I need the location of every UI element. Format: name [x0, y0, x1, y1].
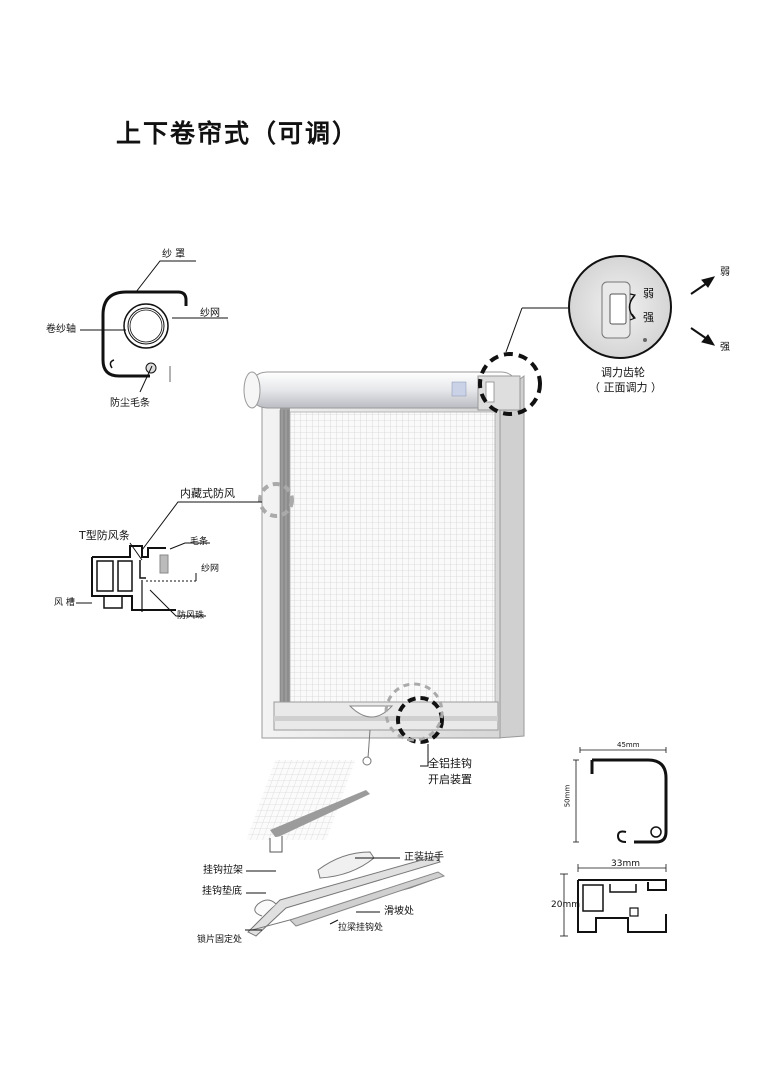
hook-name-2: 开启装置	[428, 773, 472, 786]
pad-label: 挂钩垫底	[202, 886, 242, 897]
strong-mark: 强	[643, 311, 654, 324]
gear-label: 调力齿轮	[601, 366, 645, 379]
gear-note: （ 正面调力 ）	[589, 381, 662, 394]
cover-label: 纱 罩	[162, 249, 186, 260]
profile-top	[573, 747, 668, 844]
handle-label: 正装拉手	[404, 852, 444, 863]
adjust-arrows	[690, 276, 716, 346]
bracket-label: 挂钩拉架	[203, 865, 243, 876]
weak-label: 弱	[720, 267, 730, 278]
bottom-height-dim: 20mm	[551, 900, 580, 910]
adjust-magnifier	[505, 255, 672, 359]
roller-screen	[243, 352, 542, 766]
profile-bottom	[560, 864, 667, 937]
axis-label: 卷纱轴	[46, 324, 76, 335]
groove-label: 风 槽	[54, 598, 75, 608]
dust-strip-label: 防尘毛条	[110, 398, 150, 409]
top-width-dim: 45mm	[617, 741, 640, 749]
beam-label: 拉梁挂钩处	[338, 923, 384, 933]
cassette-leaders	[80, 260, 228, 393]
mesh-label: 纱网	[200, 308, 220, 319]
cassette-section	[101, 290, 188, 382]
weak-mark: 弱	[643, 287, 654, 300]
bead-label: 防风珠	[177, 611, 205, 621]
strong-label: 强	[720, 342, 730, 353]
page-title: 上下卷帘式（可调）	[116, 119, 360, 148]
slope-label: 滑坡处	[384, 906, 414, 917]
top-height-dim: 50mm	[563, 784, 572, 808]
windproof-leaders	[76, 501, 262, 617]
lock-label: 锁片固定处	[197, 935, 243, 945]
hook-leaders	[245, 744, 429, 931]
hook-name: 全铝挂钩	[428, 757, 472, 770]
hidden-windproof-label: 内藏式防风	[180, 487, 235, 500]
windproof-section	[91, 545, 176, 612]
bottom-width-dim: 33mm	[611, 859, 640, 869]
t-strip-label: T型防风条	[79, 529, 130, 542]
hook-assembly	[246, 760, 446, 937]
mesh-label-2: 纱网	[201, 564, 220, 574]
brush-label: 毛条	[190, 537, 209, 547]
